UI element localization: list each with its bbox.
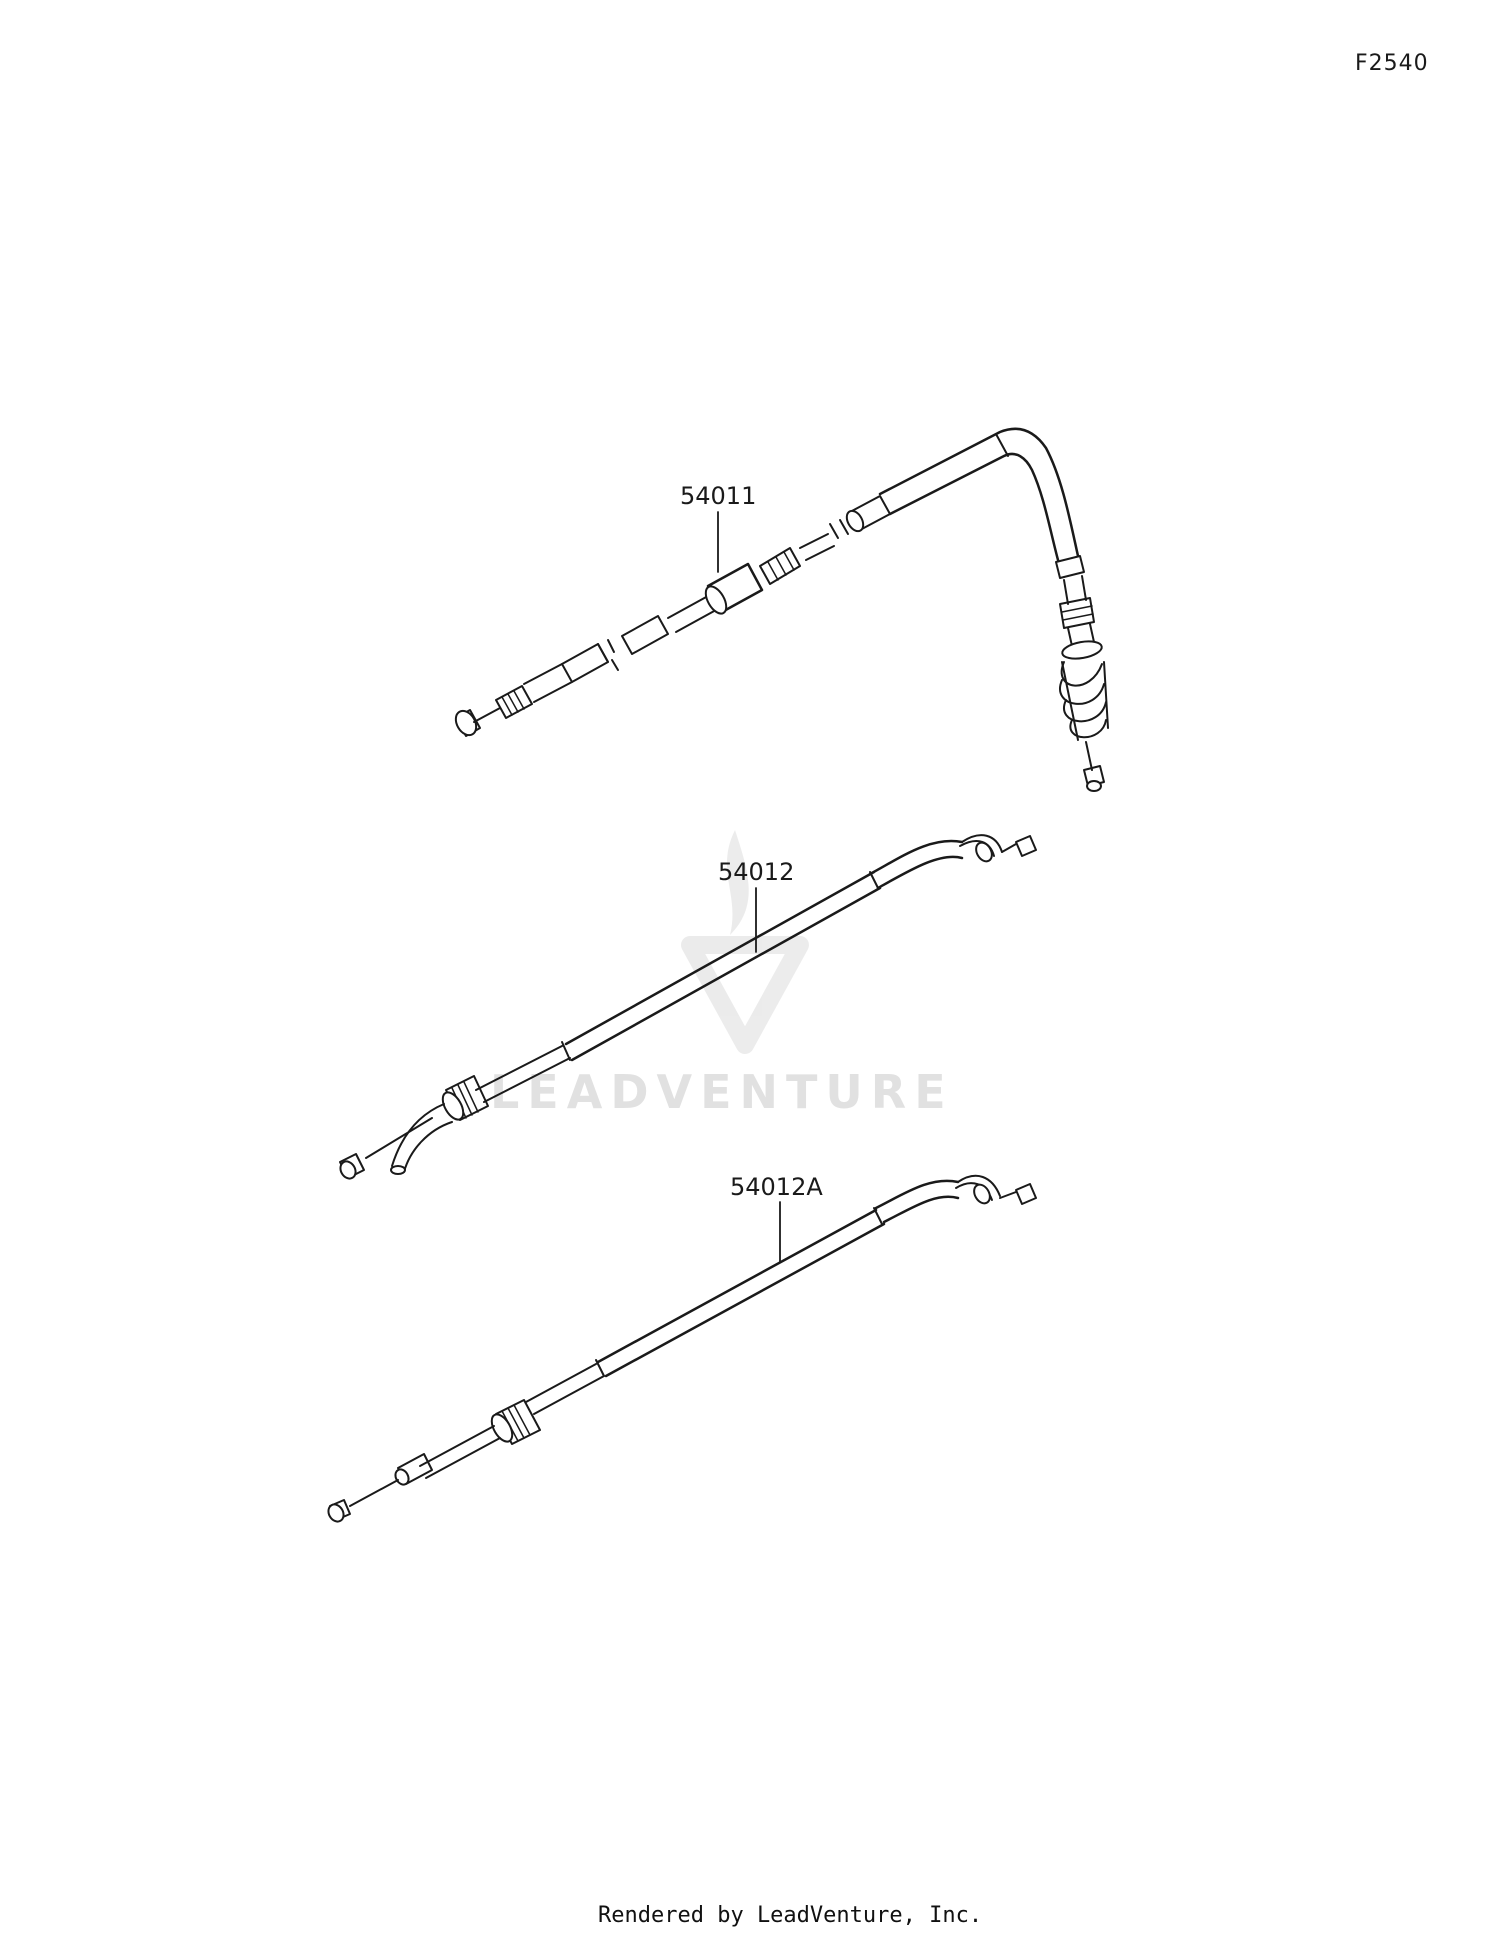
footer-credit: Rendered by LeadVenture, Inc.: [598, 1903, 982, 1928]
callout-54011: 54011: [680, 482, 756, 510]
callout-54012A: 54012A: [730, 1173, 823, 1201]
throttle-cable-54012[interactable]: [337, 834, 1037, 1181]
throttle-cable-54012A[interactable]: [325, 1174, 1037, 1524]
callout-54012: 54012: [718, 858, 794, 886]
figure-code: F2540: [1355, 51, 1429, 76]
clutch-cable-54011[interactable]: [452, 427, 1109, 792]
watermark-text: LEADVENTURE: [490, 1065, 954, 1119]
